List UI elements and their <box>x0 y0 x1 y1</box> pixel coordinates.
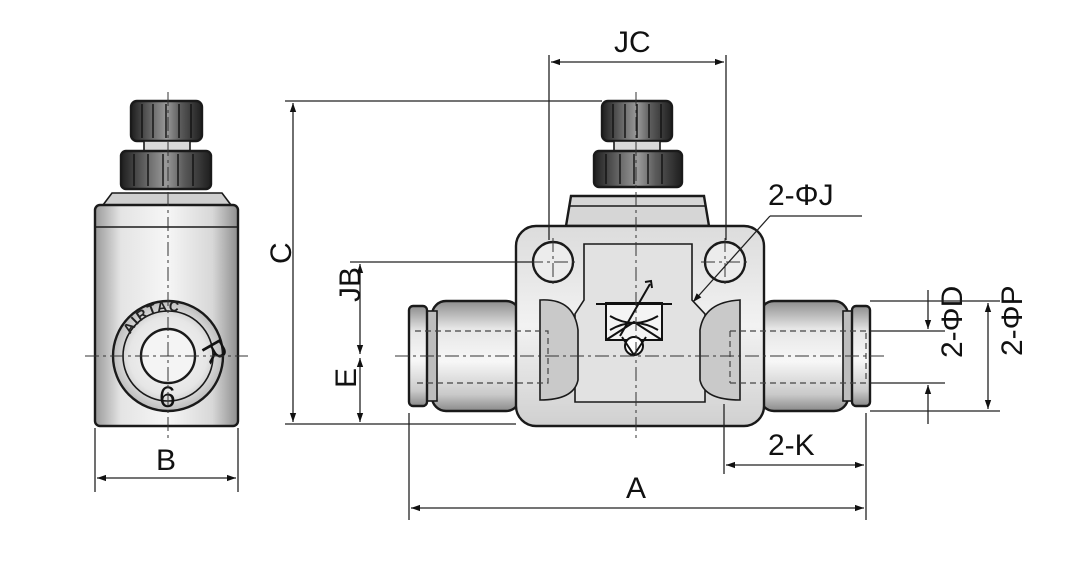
label-c: C <box>265 242 298 264</box>
side-neck <box>143 140 191 152</box>
label-phi-d: 2-ΦD <box>936 286 969 358</box>
label-k: 2-K <box>768 429 815 462</box>
label-a: A <box>626 472 646 505</box>
front-neck <box>613 140 661 152</box>
phi-j-leader <box>692 215 771 303</box>
label-jc: JC <box>614 26 651 59</box>
label-phi-p: 2-ΦP <box>996 285 1029 356</box>
front-knob-knurl <box>612 104 662 138</box>
left-recess <box>539 299 579 401</box>
side-view: AIRTAC R 6 B <box>85 92 248 492</box>
label-phi-j: 2-ΦJ <box>768 179 834 212</box>
side-shoulder <box>101 192 233 206</box>
front-view: JC C JB E 2-ΦJ 2-ΦD 2-ΦP 2-K <box>265 26 1029 520</box>
side-lock-nut <box>119 149 213 191</box>
right-recess <box>699 299 741 401</box>
front-nut-knurl <box>605 154 663 184</box>
label-b: B <box>156 444 176 477</box>
label-jb: JB <box>334 267 367 302</box>
front-shoulder <box>564 194 711 228</box>
front-lock-nut <box>592 149 684 189</box>
flow-control-symbol <box>596 279 672 357</box>
label-e: E <box>330 368 363 388</box>
side-size-number: 6 <box>159 381 176 414</box>
side-nut-knurl <box>133 154 194 186</box>
side-knob-knurl <box>141 104 192 138</box>
